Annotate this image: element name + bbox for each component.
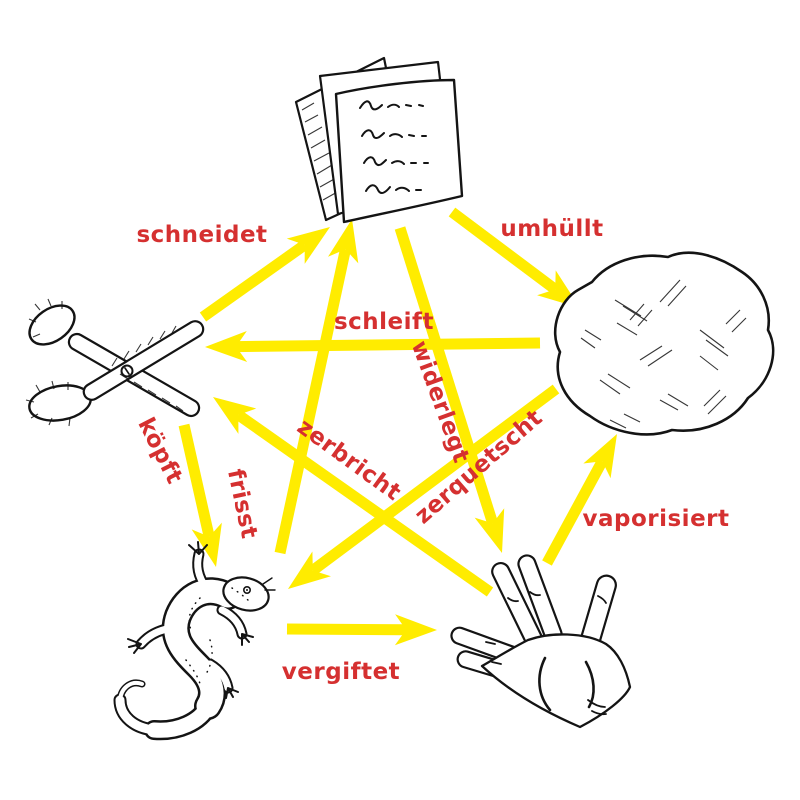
lizard-eye: [243, 585, 252, 594]
paper-sheets-icon: [294, 56, 464, 224]
spock-knuckle-marks: [485, 591, 607, 716]
scissors-pivot-slot: [124, 367, 130, 375]
scissors-top-handle: [28, 304, 76, 346]
handwriting-scribble-line: [363, 156, 429, 167]
arrow-lizard-paper: [274, 219, 359, 555]
lizard-body-fill: [115, 550, 246, 738]
handwriting-scribble-line: [365, 184, 422, 194]
spock-palm-creases: [538, 656, 595, 712]
arrow-scissors-paper: [199, 227, 330, 322]
lizard-stipple: [185, 587, 251, 685]
arrow-paper-spock: [394, 226, 505, 553]
lizard-head: [222, 576, 270, 612]
scissors-blade: [82, 320, 205, 401]
scissors-icon: [25, 298, 205, 427]
scissors-bottom-handle: [28, 384, 92, 422]
rock-hatching: [580, 279, 747, 429]
lizard-snout-whiskers: [262, 577, 276, 591]
scissors-handle-ticks: [25, 298, 71, 427]
arrow-paper-rock: [448, 207, 580, 308]
vulcan-salute-icon: [450, 554, 632, 729]
arrow-lizard-spock: [286, 614, 437, 646]
rock-outline: [554, 251, 775, 436]
arrow-rock-lizard: [288, 384, 560, 589]
lizard-icon: [113, 541, 276, 741]
rock-icon: [554, 251, 775, 436]
lizard-pupil: [246, 589, 248, 591]
paper-hatching: [301, 102, 340, 201]
handwriting-scribble-line: [361, 129, 427, 140]
arrow-spock-scissors: [213, 397, 494, 597]
handwriting-scribble-line: [359, 100, 424, 111]
lizard-toes: [127, 541, 254, 699]
arrow-spock-rock: [542, 434, 617, 566]
arrow-rock-scissors: [205, 330, 541, 362]
paper-front-sheet: [334, 78, 464, 224]
